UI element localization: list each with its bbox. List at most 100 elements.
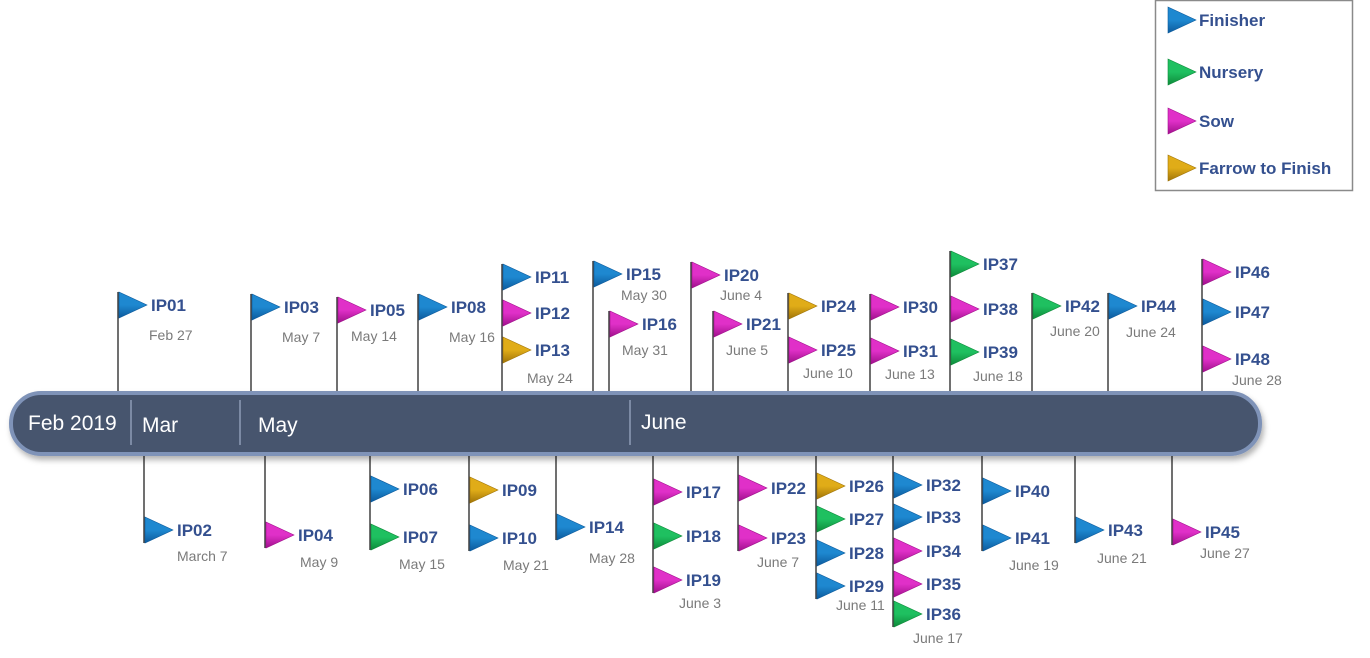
flag-ip41: IP41	[982, 524, 1050, 552]
finisher-flag-icon	[893, 503, 923, 531]
flag-label: IP14	[589, 518, 625, 537]
sow-flag-icon	[337, 296, 367, 324]
sow-flag-icon	[653, 566, 683, 594]
flag-date: May 28	[589, 550, 635, 566]
flag-label: IP33	[926, 508, 961, 527]
finisher-flag-icon	[593, 260, 623, 288]
flag-ip20: IP20	[691, 261, 759, 289]
finisher-flag-icon	[1167, 6, 1197, 34]
sow-flag-icon	[1167, 107, 1197, 135]
nursery-flag-icon	[370, 523, 400, 551]
flag-ip28: IP28	[816, 539, 884, 567]
farrow-flag-icon	[469, 476, 499, 504]
flag-label: IP01	[151, 296, 186, 315]
flag-label: IP17	[686, 483, 721, 502]
finisher-flag-icon	[816, 572, 846, 600]
legend-label: Finisher	[1199, 11, 1266, 30]
flag-ip45: IP45	[1172, 518, 1240, 546]
flag-ip07: IP07	[370, 523, 438, 551]
sow-flag-icon	[1202, 345, 1232, 373]
flag-ip16: IP16	[609, 310, 677, 338]
sow-flag-icon	[738, 474, 768, 502]
sow-flag-icon	[738, 524, 768, 552]
flag-ip03: IP03	[251, 293, 319, 321]
sow-flag-icon	[870, 293, 900, 321]
legend-box	[1154, 0, 1354, 192]
flag-date: May 30	[621, 287, 667, 303]
finisher-flag-icon	[982, 477, 1012, 505]
flag-label: IP46	[1235, 263, 1270, 282]
flag-label: IP31	[903, 342, 938, 361]
flag-ip11: IP11	[502, 263, 569, 291]
flag-label: IP48	[1235, 350, 1270, 369]
flag-label: IP47	[1235, 303, 1270, 322]
nursery-flag-icon	[950, 250, 980, 278]
flag-ip27: IP27	[816, 505, 884, 533]
flag-date: May 14	[351, 328, 397, 344]
sow-flag-icon	[1202, 258, 1232, 286]
flag-ip30: IP30	[870, 293, 938, 321]
flag-label: IP23	[771, 529, 806, 548]
flag-label: IP34	[926, 542, 962, 561]
month-label: June	[641, 411, 687, 434]
flag-label: IP07	[403, 528, 438, 547]
flag-ip17: IP17	[653, 478, 721, 506]
flag-label: IP26	[849, 477, 884, 496]
flag-date: June 20	[1050, 323, 1100, 339]
flag-ip06: IP06	[370, 475, 438, 503]
flag-label: IP03	[284, 298, 319, 317]
flag-ip02: IP02	[144, 516, 212, 544]
flag-ip01: IP01	[118, 291, 186, 319]
flag-date: June 11	[836, 597, 885, 613]
flag-label: IP25	[821, 341, 856, 360]
finisher-flag-icon	[144, 516, 174, 544]
finisher-flag-icon	[118, 291, 148, 319]
flag-date: June 19	[1009, 557, 1059, 573]
flag-label: IP40	[1015, 482, 1050, 501]
flag-ip26: IP26	[816, 472, 884, 500]
flag-label: IP05	[370, 301, 405, 320]
flag-label: IP45	[1205, 523, 1240, 542]
flag-date: June 28	[1232, 372, 1282, 388]
flag-label: IP44	[1141, 297, 1177, 316]
flag-label: IP36	[926, 605, 961, 624]
flag-ip15: IP15	[593, 260, 661, 288]
nursery-flag-icon	[653, 522, 683, 550]
flag-ip43: IP43	[1075, 516, 1143, 544]
finisher-flag-icon	[502, 263, 532, 291]
flag-date: Feb 27	[149, 327, 193, 343]
flag-ip25: IP25	[788, 336, 856, 364]
finisher-flag-icon	[816, 539, 846, 567]
flag-ip09: IP09	[469, 476, 537, 504]
sow-flag-icon	[265, 521, 295, 549]
flag-ip29: IP29	[816, 572, 884, 600]
finisher-flag-icon	[370, 475, 400, 503]
flag-label: IP37	[983, 255, 1018, 274]
timeline-bar	[9, 391, 1262, 456]
flag-ip44: IP44	[1108, 292, 1177, 320]
flag-label: IP24	[821, 297, 857, 316]
legend-item-farrow: Farrow to Finish	[1167, 154, 1331, 182]
flag-date: May 9	[300, 554, 338, 570]
flag-label: IP35	[926, 575, 961, 594]
finisher-flag-icon	[251, 293, 281, 321]
flag-label: IP19	[686, 571, 721, 590]
month-label: May	[258, 414, 298, 437]
flag-label: IP02	[177, 521, 212, 540]
sow-flag-icon	[502, 299, 532, 327]
finisher-flag-icon	[893, 471, 923, 499]
legend-label: Nursery	[1199, 63, 1264, 82]
flag-date: June 10	[803, 365, 853, 381]
flag-label: IP38	[983, 300, 1018, 319]
flag-ip10: IP10	[469, 524, 537, 552]
